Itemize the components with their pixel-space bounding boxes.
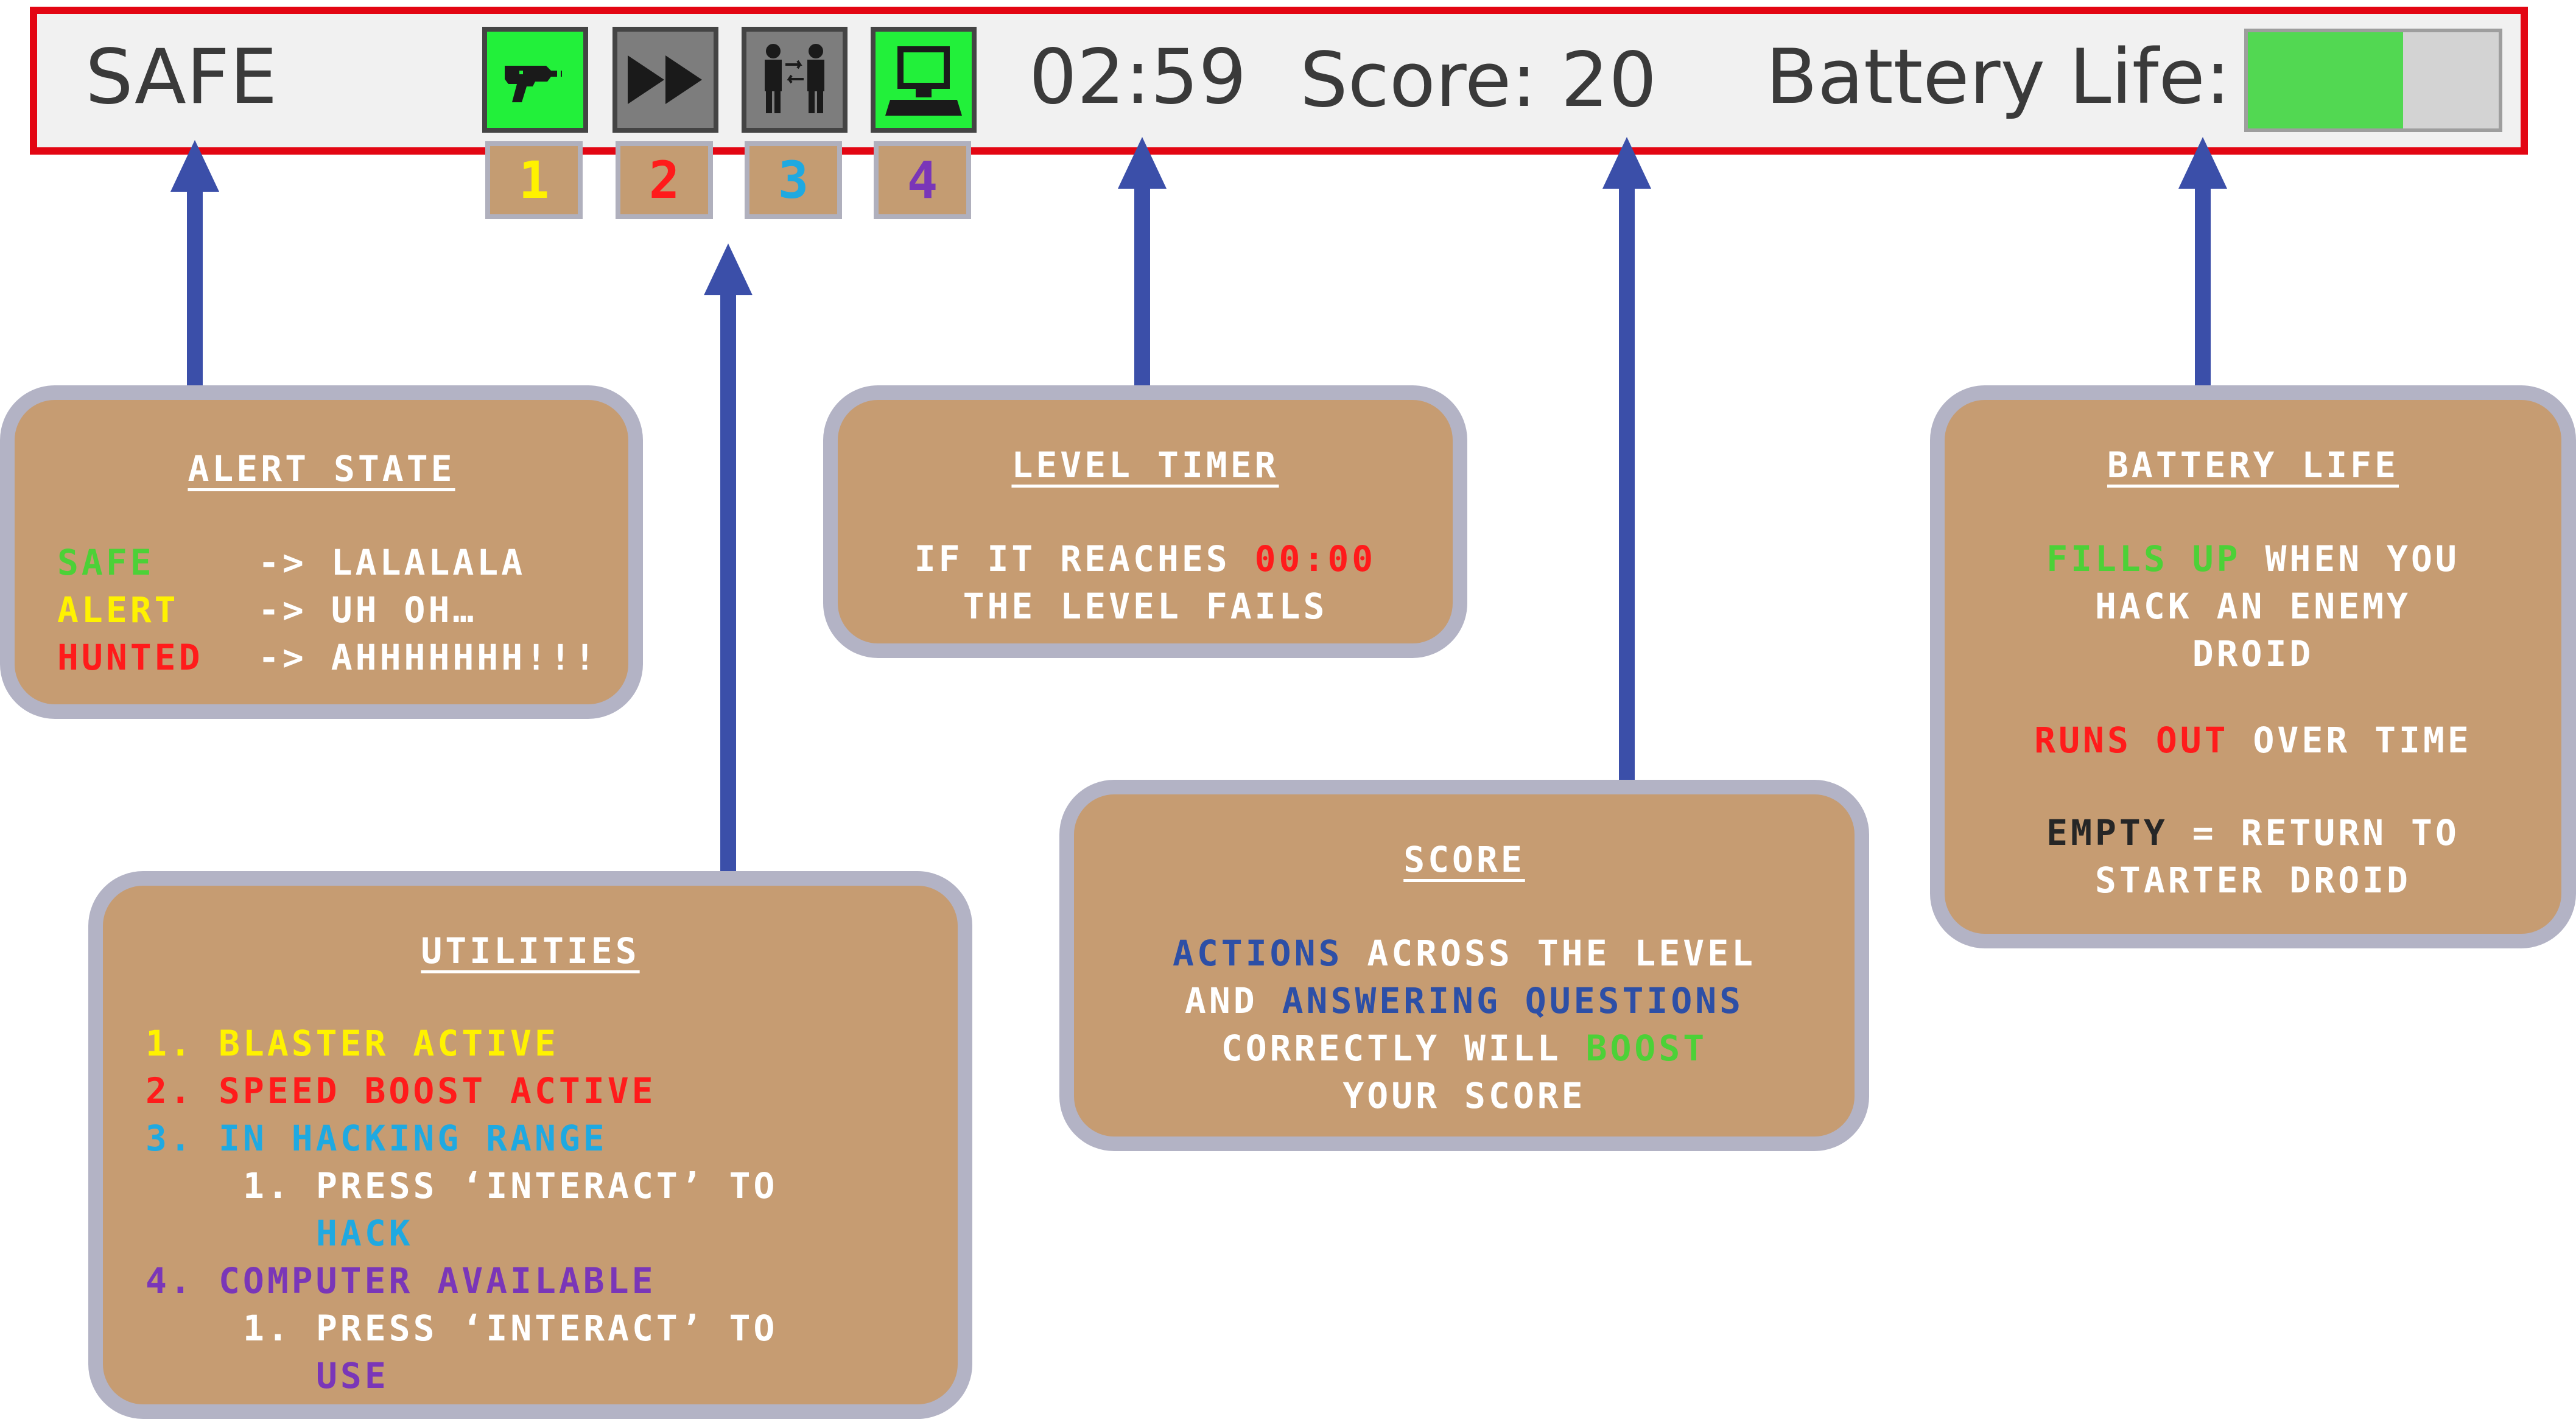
- alert-row-safe: SAFE-> LALALALA: [57, 542, 526, 583]
- timer-zero: 00:00: [1254, 538, 1377, 580]
- utility-slot-2[interactable]: [612, 27, 718, 133]
- callout-title: UTILITIES: [421, 930, 640, 972]
- utility-key-3: 3: [745, 141, 842, 219]
- score-callout: SCORE ACTIONS ACROSS THE LEVEL AND ANSWE…: [1059, 780, 1869, 1151]
- fast-forward-icon: [628, 55, 702, 104]
- battery-bar: [2244, 29, 2502, 132]
- level-timer-callout: LEVEL TIMER IF IT REACHES 00:00 THE LEVE…: [823, 385, 1467, 658]
- utilities-callout: UTILITIES 1.BLASTER ACTIVE 2.SPEED BOOST…: [88, 871, 972, 1419]
- alert-row-hunted: HUNTED-> AHHHHHHH!!!: [57, 637, 598, 678]
- battery-fill: [2248, 32, 2404, 128]
- utility-key-1: 1: [485, 141, 583, 219]
- hacking-droids-icon: [765, 44, 824, 113]
- blaster-gun-icon: [505, 66, 562, 102]
- utility-item-3: 3.IN HACKING RANGE: [146, 1118, 608, 1159]
- utility-slot-3[interactable]: [742, 27, 848, 133]
- alert-state-callout: ALERT STATE SAFE-> LALALALA ALERT-> UH O…: [0, 385, 643, 719]
- hud-bar: [30, 7, 2528, 155]
- utility-item-2: 2.SPEED BOOST ACTIVE: [146, 1070, 656, 1112]
- battery-label: Battery Life:: [1766, 33, 2231, 121]
- score-display: Score: 20: [1300, 37, 1657, 124]
- arrow-level-timer: [1118, 137, 1167, 390]
- battery-life-callout: BATTERY LIFE FILLS UP WHEN YOU HACK AN E…: [1930, 385, 2576, 948]
- alert-state-indicator: SAFE: [85, 33, 278, 121]
- utility-slot-4[interactable]: [871, 27, 977, 133]
- arrow-score: [1602, 137, 1651, 782]
- utility-slot-1[interactable]: [482, 27, 588, 133]
- utility-item-1: 1.BLASTER ACTIVE: [146, 1023, 559, 1064]
- utility-key-4: 4: [874, 141, 971, 219]
- callout-title: SCORE: [1403, 839, 1525, 880]
- utility-item-4: 4.COMPUTER AVAILABLE: [146, 1260, 656, 1301]
- callout-title: BATTERY LIFE: [2107, 444, 2399, 486]
- computer-terminal-icon: [885, 46, 962, 116]
- arrow-alert-state: [170, 140, 219, 390]
- alert-row-alert: ALERT-> UH OH…: [57, 589, 477, 631]
- level-timer: 02:59: [1029, 33, 1247, 121]
- utility-key-2: 2: [616, 141, 713, 219]
- arrow-utilities: [704, 243, 753, 877]
- arrow-battery-life: [2178, 137, 2227, 393]
- callout-title: LEVEL TIMER: [1011, 444, 1279, 486]
- callout-title: ALERT STATE: [188, 448, 455, 489]
